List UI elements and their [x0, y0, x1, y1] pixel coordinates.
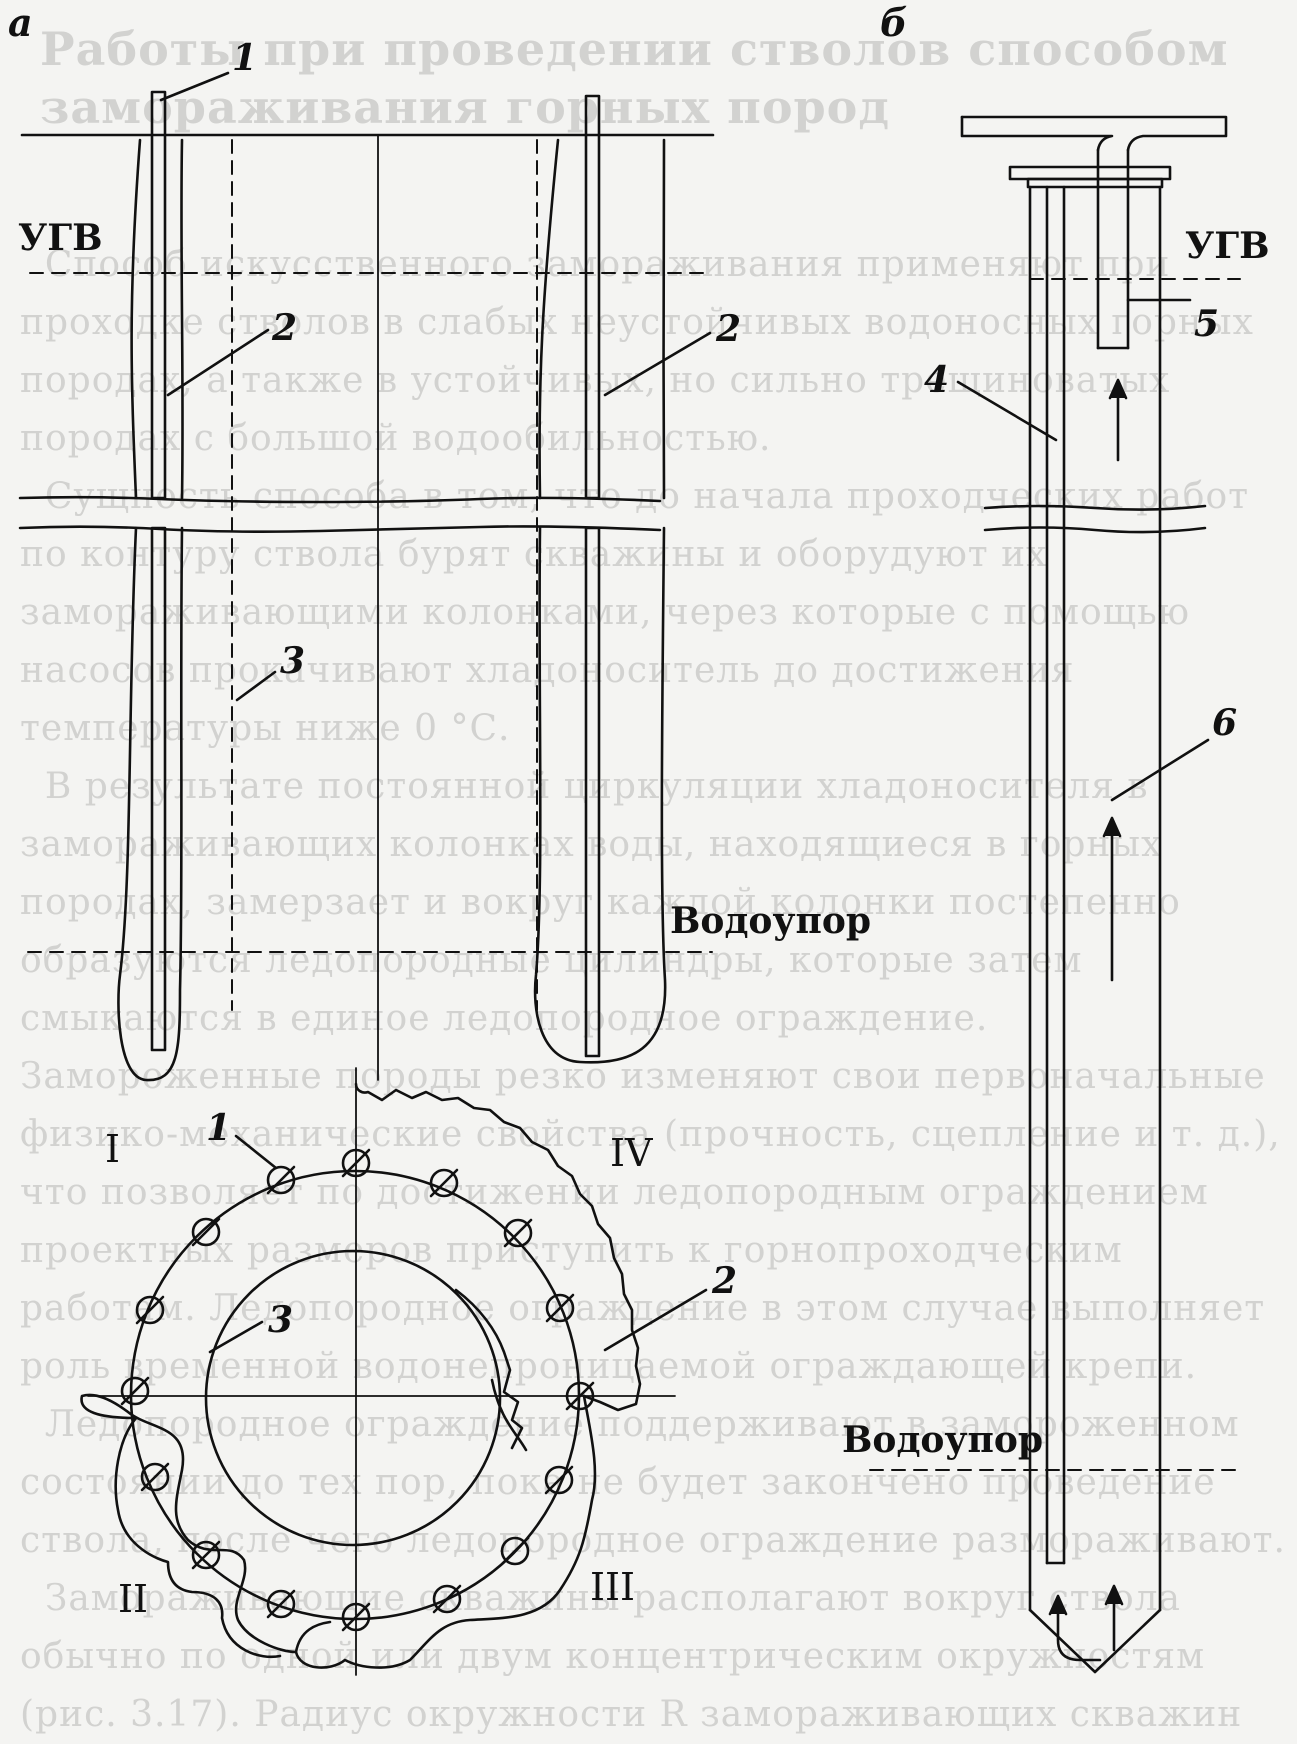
flow-arrow	[1048, 1594, 1068, 1616]
freezing-well	[135, 1295, 165, 1325]
ice-wall-zone-ii	[80, 1393, 298, 1654]
ice-wall-zone-iv	[354, 1082, 642, 1412]
callout-6-detail: 6	[1212, 702, 1237, 744]
section-view	[18, 71, 715, 1082]
background-text: Работы при проведении стволов способом з…	[20, 22, 1286, 1735]
background-paragraph: Сущность способа в том, что до начала пр…	[20, 476, 1262, 749]
column-detail	[869, 115, 1241, 1674]
outer-pipe-tip	[1028, 1608, 1162, 1674]
ugv-label-b: УГВ	[1185, 225, 1270, 267]
callout-leader	[235, 670, 277, 702]
callout-2-section-left: 2	[271, 307, 297, 349]
freezing-column-right	[584, 94, 601, 500]
shaft-circle	[204, 1249, 502, 1547]
freezing-well	[140, 1462, 170, 1492]
flow-arrow	[1108, 378, 1128, 400]
freezing-well	[120, 1376, 150, 1406]
freezing-well	[429, 1168, 459, 1198]
callout-5-detail: 5	[1194, 303, 1219, 345]
break-line-a	[18, 525, 662, 533]
ice-wall-inner-edge	[490, 1378, 528, 1452]
callout-leader	[1110, 738, 1210, 802]
flow-arrow	[1056, 1598, 1102, 1662]
freezing-well	[503, 1218, 533, 1248]
header-plate	[960, 115, 1114, 152]
callout-leader	[603, 1288, 708, 1352]
freezing-wells	[120, 1148, 595, 1632]
callout-3-plan: 3	[268, 1299, 293, 1341]
callout-4-detail: 4	[924, 359, 949, 401]
flange-plate	[1026, 177, 1164, 189]
ice-wall-zone-ii	[114, 1416, 282, 1659]
ice-cylinder-left	[117, 138, 184, 1082]
freezing-well	[341, 1148, 371, 1178]
zone-label-i: I	[105, 1127, 120, 1171]
zone-label-iv: IV	[610, 1131, 653, 1175]
freezing-well	[191, 1540, 221, 1570]
ugv-label-a: УГВ	[18, 217, 103, 259]
freezing-column-right	[584, 526, 601, 1058]
aquitard-label-b: Водоупор	[842, 1419, 1043, 1461]
callout-leader	[208, 1320, 264, 1354]
freezing-well	[500, 1536, 530, 1566]
background-paragraph: Ледопородное ограждение поддерживают в з…	[20, 1404, 1286, 1561]
panel-label-b: б	[880, 0, 907, 45]
background-title: Работы при проведении стволов способом з…	[40, 22, 1246, 134]
background-paragraph: Замораживающие скважины располагают вокр…	[20, 1578, 1243, 1735]
flow-arrow	[1102, 816, 1122, 838]
plan-view	[80, 1067, 708, 1676]
background-paragraph: Способ искусственного замораживания прим…	[20, 244, 1267, 459]
callout-2-plan: 2	[711, 1260, 737, 1302]
flange-plate	[1008, 165, 1172, 181]
freezing-well	[432, 1584, 462, 1614]
callout-leader	[234, 1134, 278, 1170]
callout-2-section-right: 2	[715, 308, 741, 350]
flow-arrow	[1104, 1584, 1124, 1606]
ice-wall-inner-edge	[454, 1288, 524, 1450]
zone-label-iii: III	[590, 1565, 635, 1609]
shaft-freezing-diagram: а б УГВ УГВ Водоупор Водоупор 1 2 2 3 1 …	[8, 0, 1270, 1676]
freezing-well	[544, 1465, 574, 1495]
panel-label-a: а	[8, 0, 33, 45]
callout-leader	[166, 328, 270, 397]
freezing-column-left	[150, 526, 167, 1052]
zone-label-ii: II	[118, 1577, 148, 1621]
callout-leader	[603, 331, 712, 397]
break-line-b	[983, 526, 1207, 534]
freezing-well	[545, 1293, 575, 1323]
freezing-well	[266, 1589, 296, 1619]
freezing-column-left	[150, 90, 167, 500]
ice-cylinder-right	[533, 138, 667, 1064]
freezing-well	[565, 1381, 595, 1411]
callout-1-plan: 1	[206, 1107, 231, 1149]
callout-3-section: 3	[280, 640, 305, 682]
callout-1-section: 1	[232, 37, 257, 79]
aquitard-label-a: Водоупор	[670, 900, 871, 942]
ice-wall-zone-iii	[294, 1394, 597, 1669]
freezing-well	[341, 1602, 371, 1632]
callout-leader	[956, 380, 1058, 442]
header-plate	[960, 115, 1228, 152]
callout-leader	[159, 71, 230, 102]
break-line-b	[983, 504, 1207, 511]
freezing-well	[266, 1165, 296, 1195]
break-line-a	[18, 495, 662, 504]
freezing-well	[191, 1217, 221, 1247]
